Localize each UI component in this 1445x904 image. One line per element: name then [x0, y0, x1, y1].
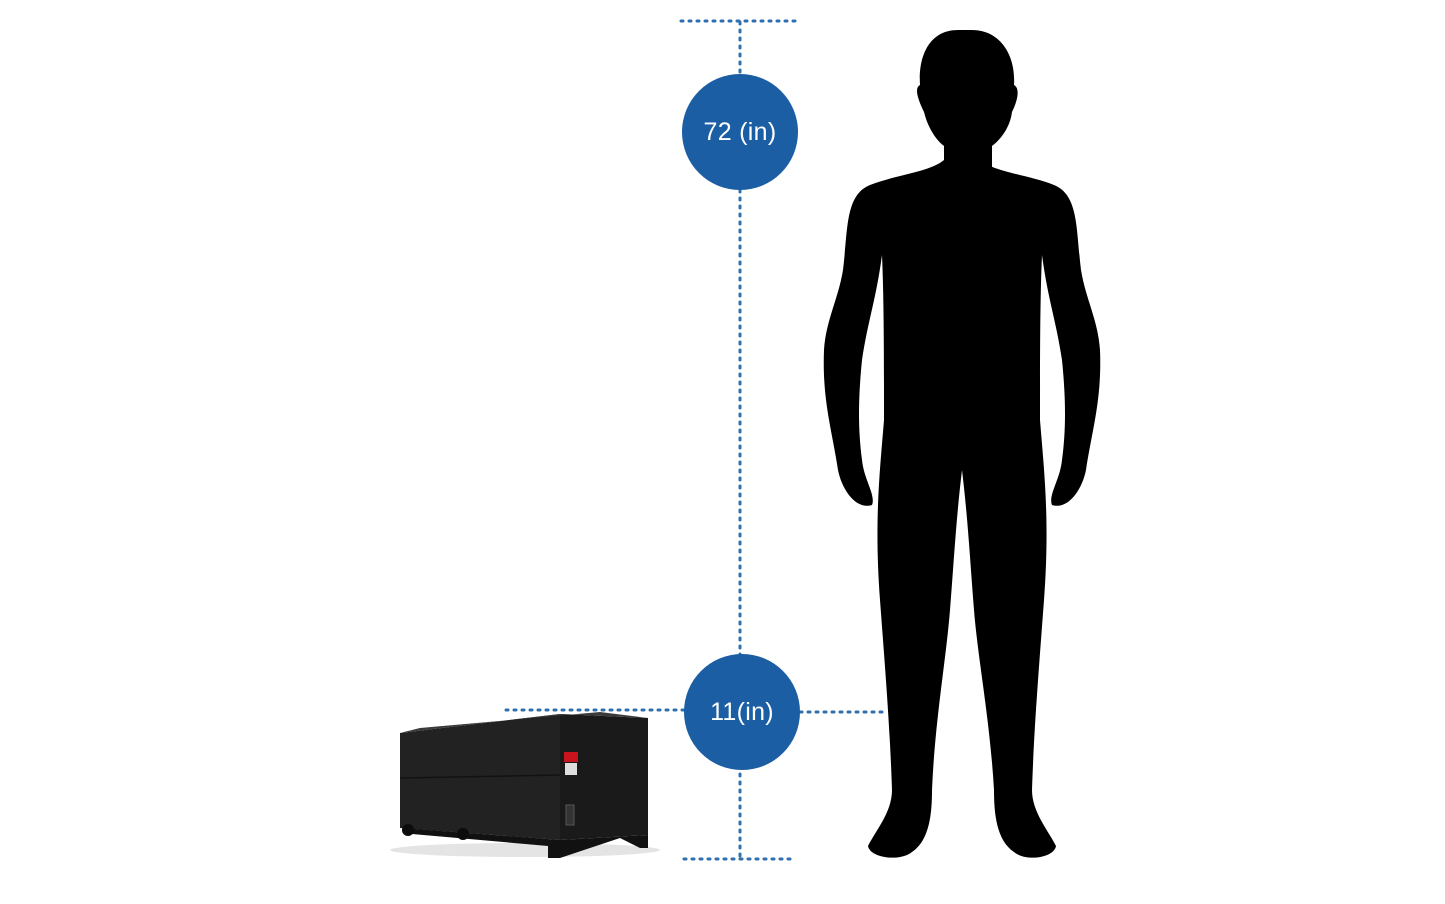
- product-height-label: 11(in): [710, 697, 774, 726]
- product-height-badge: 11(in): [684, 654, 800, 770]
- product-side-foot: [560, 835, 648, 858]
- product-wheel-mid: [457, 828, 469, 840]
- person-silhouette-icon: [823, 30, 1101, 858]
- product-label: [565, 763, 577, 775]
- product-shadow: [390, 843, 660, 857]
- person-body: [823, 160, 1101, 858]
- person-height-label: 72 (in): [703, 117, 777, 146]
- product-seam: [399, 774, 561, 779]
- product-side-panel: [560, 714, 648, 840]
- product-wheel-left: [402, 824, 414, 836]
- product-brand-badge: [564, 752, 578, 762]
- product-port: [565, 804, 575, 826]
- product-height-circle: [684, 654, 800, 770]
- battery-unit-image: [390, 712, 660, 858]
- person-height-circle: [682, 74, 798, 190]
- product-base-rail: [402, 828, 560, 858]
- person-head: [917, 30, 1018, 168]
- person-height-badge: 72 (in): [682, 74, 798, 190]
